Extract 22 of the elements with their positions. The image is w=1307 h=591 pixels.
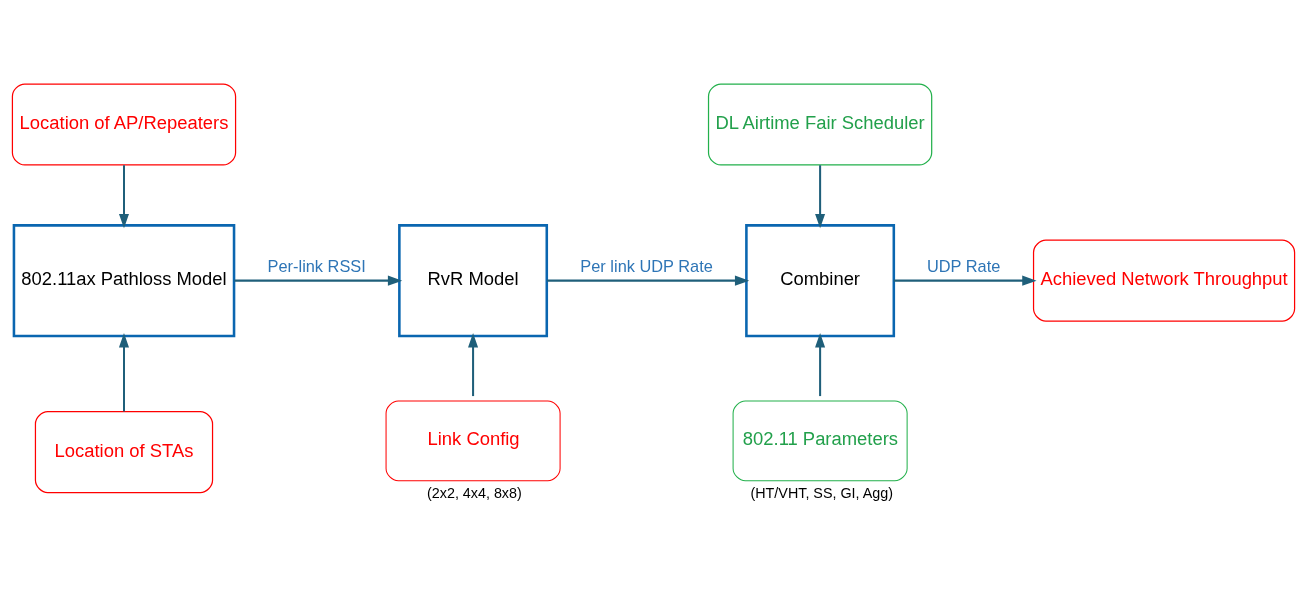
arrow bbox=[815, 332, 826, 396]
arrow bbox=[547, 275, 750, 286]
arrow bbox=[893, 275, 1037, 286]
edge-label: UDP Rate bbox=[927, 256, 1001, 275]
node-label: (HT/VHT, SS, GI, Agg) bbox=[750, 484, 894, 501]
node-box: RvR Model bbox=[398, 223, 549, 337]
arrow bbox=[468, 332, 479, 396]
node-box: Location of AP/Repeaters bbox=[11, 82, 237, 166]
node-box: Combiner bbox=[745, 223, 896, 337]
node-box: 802.11 Parameters bbox=[732, 399, 908, 481]
node-label: (2x2, 4x4, 8x8) bbox=[427, 484, 522, 501]
node-box: Link Config bbox=[385, 399, 561, 481]
edge-label: Per link UDP Rate bbox=[580, 256, 713, 275]
arrow bbox=[118, 164, 130, 228]
node-box: DL Airtime Fair Scheduler bbox=[707, 82, 933, 166]
edge-label: Per-link RSSI bbox=[267, 256, 366, 275]
arrow bbox=[234, 275, 403, 286]
arrow bbox=[118, 332, 130, 411]
node-box: 802.11ax Pathloss Model bbox=[12, 223, 236, 337]
arrow bbox=[815, 164, 826, 228]
node-box: Location of STAs bbox=[34, 410, 214, 493]
node-box: Achieved Network Throughput bbox=[1032, 239, 1296, 322]
